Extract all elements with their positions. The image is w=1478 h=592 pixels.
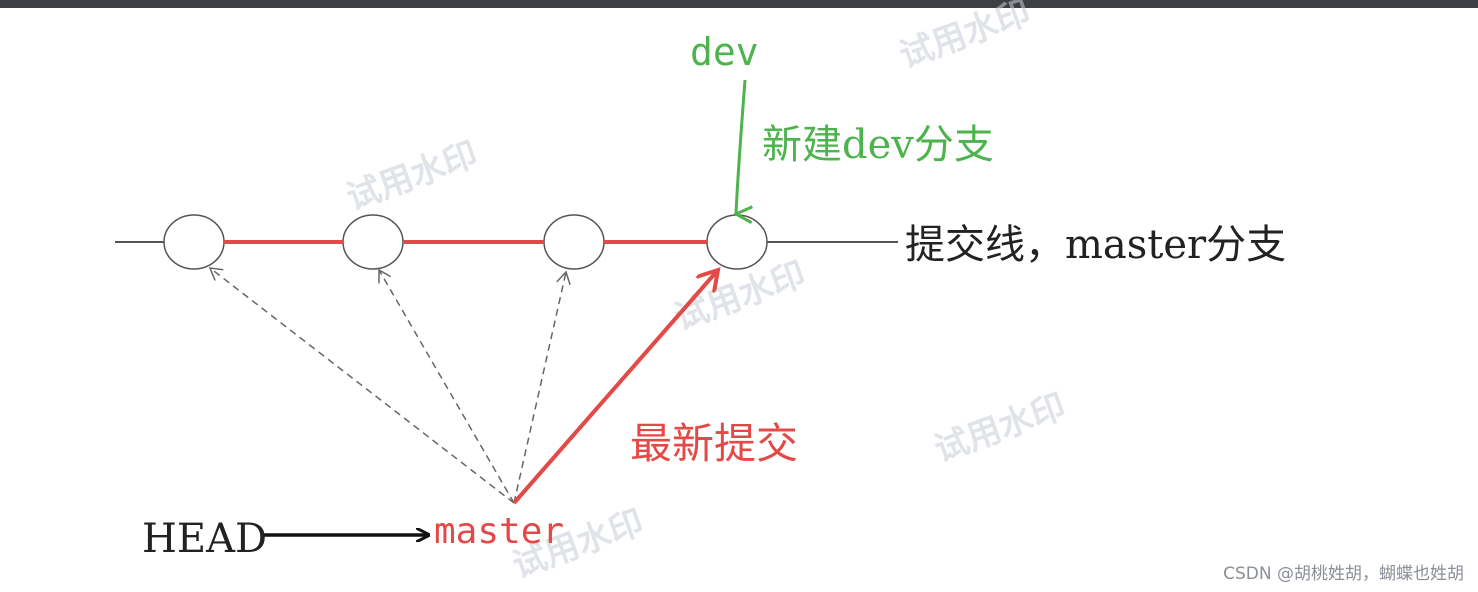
- dev-label: dev: [690, 30, 759, 74]
- watermark-1: 试用水印: [894, 0, 1035, 76]
- latest-commit-arrow: [512, 270, 718, 505]
- commit-node-3: [543, 214, 605, 270]
- watermarks: 试用水印 试用水印 试用水印 试用水印 试用水印: [341, 0, 1070, 586]
- head-label: HEAD: [142, 516, 267, 562]
- top-bar: [0, 0, 1478, 8]
- history-arrow-2: [379, 270, 515, 504]
- commit-nodes: [163, 214, 768, 270]
- commit-node-2: [342, 214, 404, 270]
- history-arrows: [210, 268, 566, 504]
- dev-arrow: [736, 79, 745, 214]
- watermark-2: 试用水印: [341, 134, 482, 218]
- commit-node-1: [163, 214, 225, 270]
- new-dev-branch-label: 新建dev分支: [762, 122, 994, 168]
- commit-node-4: [706, 214, 768, 270]
- csdn-credit: CSDN @胡桃姓胡，蝴蝶也姓胡: [1223, 564, 1464, 584]
- latest-commit-label: 最新提交: [630, 419, 798, 468]
- history-arrow-1: [210, 268, 515, 504]
- master-label: master: [434, 511, 564, 552]
- commit-line-label: 提交线，master分支: [905, 222, 1286, 268]
- watermark-4: 试用水印: [929, 386, 1070, 470]
- history-arrow-3: [513, 272, 566, 504]
